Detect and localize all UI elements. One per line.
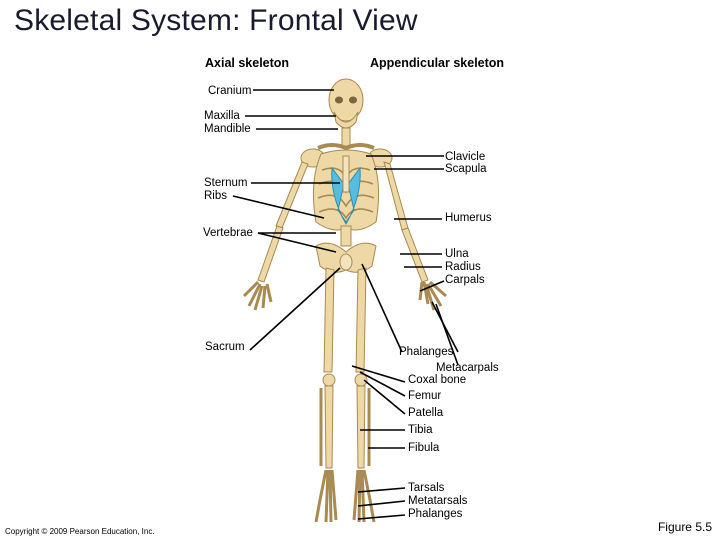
label-vertebrae: Vertebrae [203, 227, 253, 239]
label-phalanges-hand: Phalanges [399, 346, 454, 358]
label-mandible: Mandible [204, 123, 251, 135]
label-humerus: Humerus [445, 212, 492, 224]
label-metatarsals: Metatarsals [408, 495, 468, 507]
label-carpals: Carpals [445, 274, 485, 286]
copyright-notice: Copyright © 2009 Pearson Education, Inc. [5, 527, 155, 536]
leader-line [249, 267, 341, 351]
jaw [333, 111, 359, 129]
label-tibia: Tibia [408, 424, 433, 436]
leader-line [435, 303, 459, 366]
label-ulna: Ulna [445, 248, 469, 260]
leader-line [359, 371, 406, 397]
label-scapula: Scapula [445, 163, 487, 175]
axial-skeleton-header: Axial skeleton [205, 56, 290, 70]
label-tarsals: Tarsals [408, 482, 445, 494]
skull [328, 78, 364, 122]
leader-line [419, 280, 445, 292]
leader-line [357, 487, 406, 493]
label-sacrum: Sacrum [205, 341, 245, 353]
appendicular-skeleton-header: Appendicular skeleton [370, 56, 505, 70]
leader-line [257, 232, 337, 253]
leader-lines [232, 89, 459, 520]
right-femur [355, 267, 367, 373]
label-phalanges-foot: Phalanges [408, 508, 463, 520]
label-metacarpals: Metacarpals [436, 362, 499, 374]
label-patella: Patella [408, 407, 444, 419]
left-humerus [275, 161, 309, 229]
label-sternum: Sternum [204, 177, 248, 189]
page-title: Skeletal System: Frontal View [14, 4, 418, 37]
label-maxilla: Maxilla [204, 110, 240, 122]
leader-line [232, 195, 325, 219]
label-cranium: Cranium [208, 85, 252, 97]
leader-line [351, 365, 406, 383]
costal-cartilage [331, 166, 361, 226]
left-femur [323, 267, 335, 373]
label-coxal-bone: Coxal bone [408, 374, 467, 386]
leader-line [361, 263, 403, 353]
figure-number: Figure 5.5 [657, 520, 712, 534]
label-fibula: Fibula [408, 442, 440, 454]
leader-line [357, 500, 406, 507]
label-clavicle: Clavicle [445, 151, 486, 163]
label-femur: Femur [408, 390, 442, 402]
leader-line [357, 514, 406, 520]
label-radius: Radius [445, 261, 481, 273]
label-ribs: Ribs [204, 190, 228, 202]
skeleton-illustration [242, 78, 447, 523]
leader-line [363, 379, 406, 415]
